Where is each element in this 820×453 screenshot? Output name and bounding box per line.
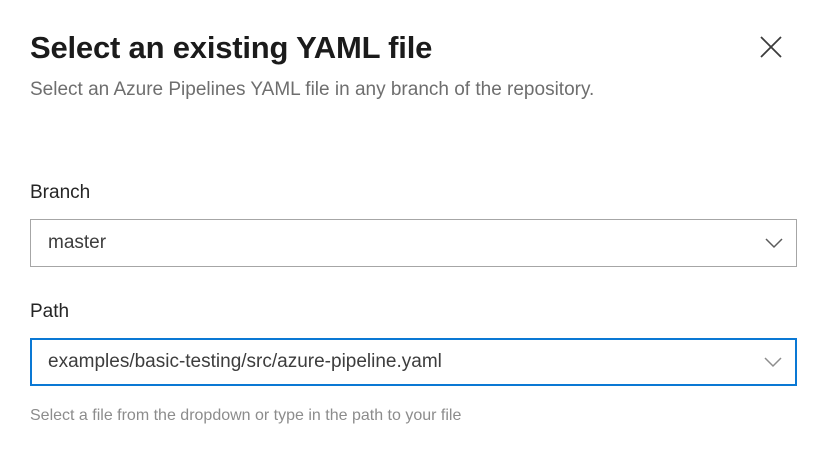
field-spacer	[30, 267, 797, 299]
branch-dropdown[interactable]	[30, 219, 797, 267]
path-field: Path Select a file from the dropdown or …	[30, 299, 797, 427]
close-button[interactable]	[754, 30, 788, 64]
close-icon	[758, 34, 784, 60]
dialog-title-row: Select an existing YAML file	[30, 28, 790, 68]
yaml-file-form: Branch Path Select	[30, 180, 797, 427]
page-title: Select an existing YAML file	[30, 30, 433, 65]
branch-label: Branch	[30, 182, 91, 203]
branch-input[interactable]	[31, 230, 752, 256]
path-hint-text: Select a file from the dropdown or type …	[30, 407, 462, 424]
branch-field: Branch	[30, 180, 797, 267]
path-label: Path	[30, 301, 70, 322]
dialog-subtitle: Select an Azure Pipelines YAML file in a…	[30, 79, 595, 100]
dialog-header: Select an existing YAML file Select an A…	[30, 28, 790, 105]
chevron-down-icon[interactable]	[752, 220, 796, 266]
path-input[interactable]	[32, 349, 751, 375]
chevron-down-icon[interactable]	[751, 339, 795, 385]
path-dropdown[interactable]	[30, 338, 797, 386]
